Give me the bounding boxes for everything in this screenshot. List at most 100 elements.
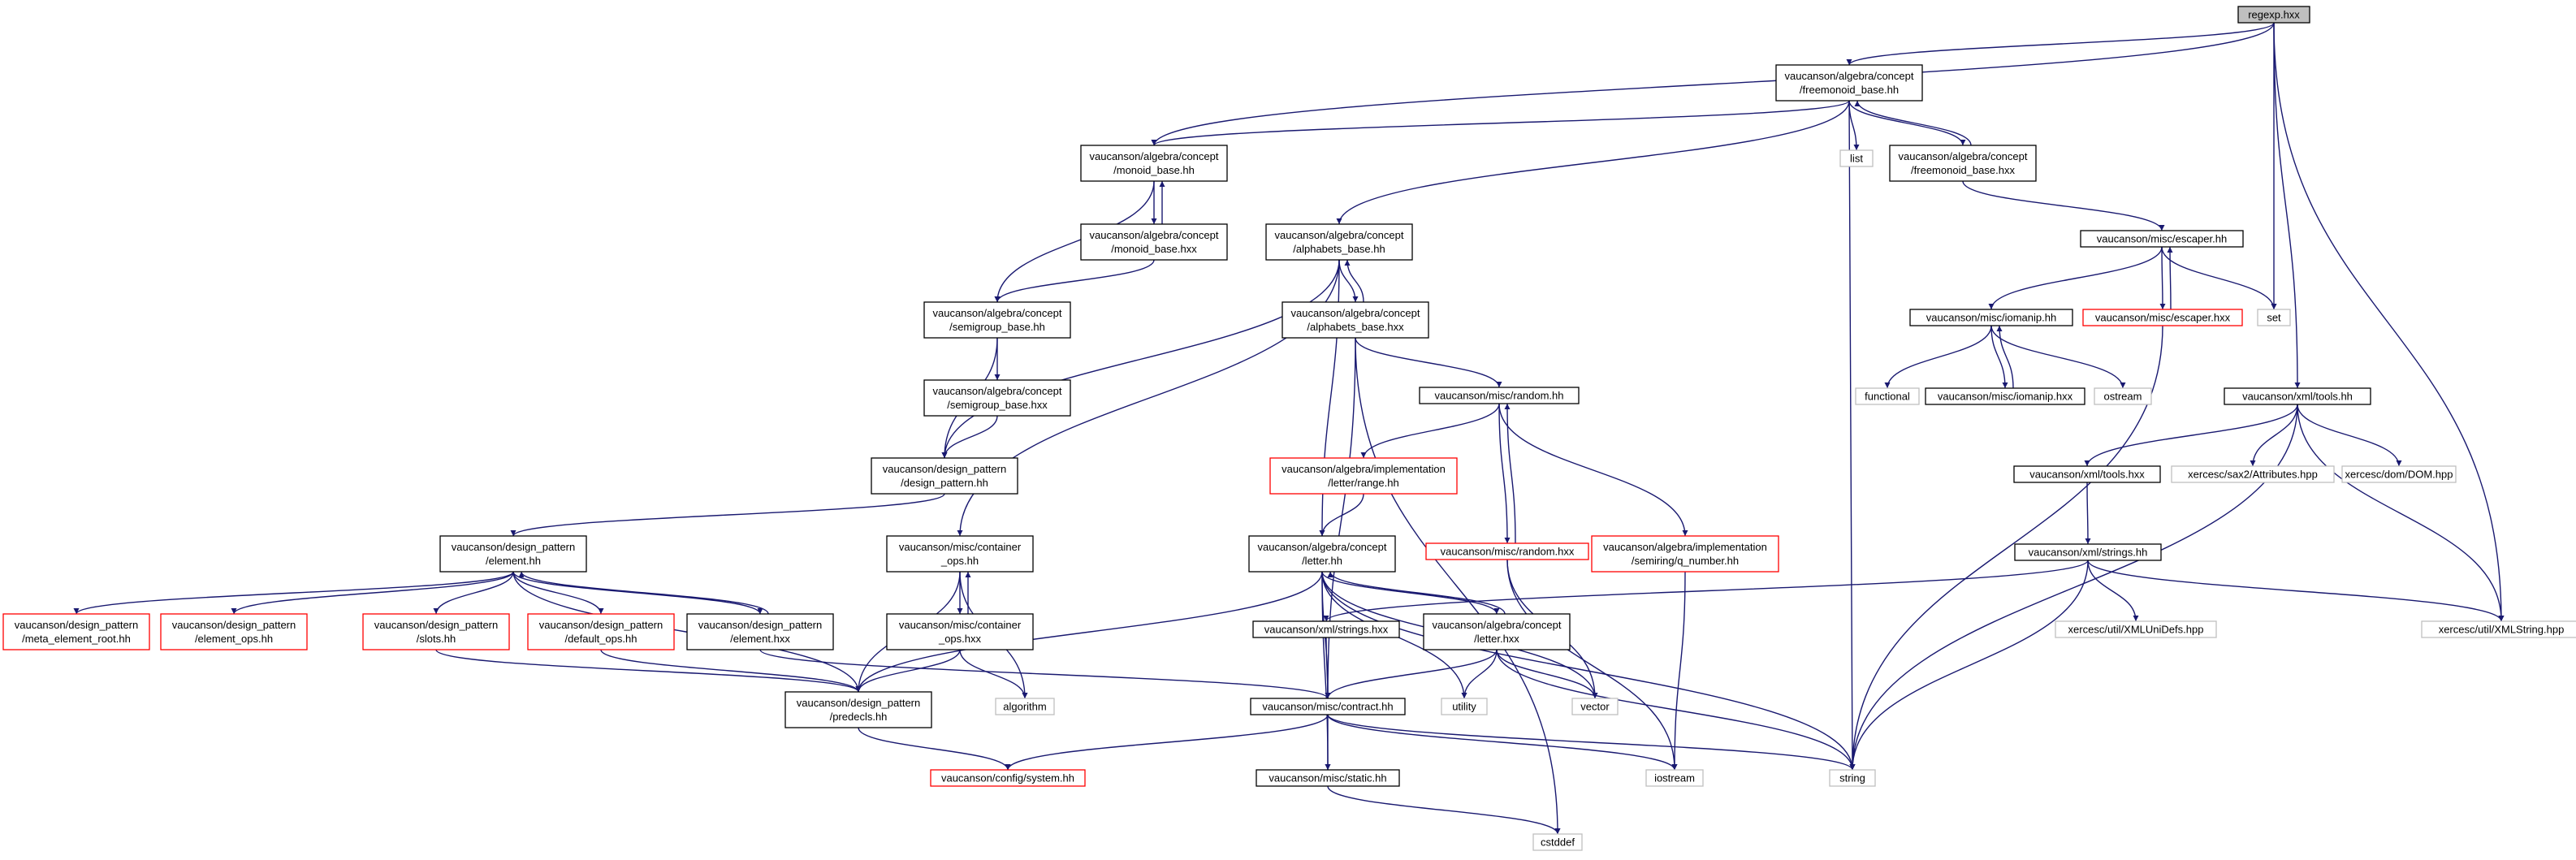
node-label: vaucanson/algebra/concept	[1089, 229, 1218, 241]
node-algorithm: algorithm	[995, 698, 1055, 715]
node-label: functional	[1865, 391, 1910, 403]
node-semigroup_base_hh[interactable]: vaucanson/algebra/concept/semigroup_base…	[923, 301, 1071, 339]
edge-letter_hxx-to-contract_hh	[1325, 649, 1498, 699]
node-box	[886, 535, 1034, 573]
node-alphabets_base_hh[interactable]: vaucanson/algebra/concept/alphabets_base…	[1265, 223, 1413, 261]
node-iomanip_hh[interactable]: vaucanson/misc/iomanip.hh	[1909, 309, 2073, 326]
node-q_number_hh[interactable]: vaucanson/algebra/implementation/semirin…	[1591, 535, 1779, 573]
node-element_hh[interactable]: vaucanson/design_pattern/element.hh	[439, 535, 587, 573]
node-label: string	[1839, 772, 1865, 784]
node-alphabets_base_hxx[interactable]: vaucanson/algebra/concept/alphabets_base…	[1282, 301, 1429, 339]
node-element_ops_hh[interactable]: vaucanson/design_pattern/element_ops.hh	[160, 613, 308, 650]
node-label: vaucanson/design_pattern	[698, 619, 823, 631]
edge-freemonoid_base_hxx-to-freemonoid_base_hh	[1854, 100, 1972, 146]
edge-contract_hh-to-iostream	[1327, 714, 1678, 771]
node-box	[1080, 145, 1228, 182]
node-default_ops_hh[interactable]: vaucanson/design_pattern/default_ops.hh	[527, 613, 675, 650]
node-label: xercesc/dom/DOM.hpp	[2345, 469, 2453, 481]
edge-regexp_hxx-to-xmlstring_hpp	[2273, 22, 2505, 622]
node-box	[2224, 387, 2371, 405]
edge-element_hh-to-meta_element_root_hh	[73, 571, 514, 615]
node-box	[1282, 301, 1429, 339]
edge-regexp_hxx-to-monoid_base_hh	[1151, 22, 2275, 146]
node-letter_hxx[interactable]: vaucanson/algebra/concept/letter.hxx	[1423, 613, 1571, 650]
node-element_hxx[interactable]: vaucanson/design_pattern/element.hxx	[686, 613, 834, 650]
node-iomanip_hxx[interactable]: vaucanson/misc/iomanip.hxx	[1925, 387, 2085, 405]
edge-freemonoid_base_hh-to-monoid_base_hh	[1151, 100, 1850, 146]
node-label: vaucanson/algebra/concept	[932, 385, 1061, 397]
edge-random_hxx-to-iostream	[1506, 559, 1678, 771]
node-box	[1839, 149, 1874, 167]
edge-element_hh-to-predecls_hh	[512, 571, 862, 693]
node-box	[2094, 387, 2152, 405]
node-monoid_base_hxx[interactable]: vaucanson/algebra/concept/monoid_base.hx…	[1080, 223, 1228, 261]
node-box	[1425, 542, 1589, 560]
node-container_ops_hh[interactable]: vaucanson/misc/container_ops.hh	[886, 535, 1034, 573]
node-system_hh[interactable]: vaucanson/config/system.hh	[930, 769, 1086, 787]
node-box	[871, 457, 1018, 495]
edge-letter_hxx-to-vector	[1496, 649, 1598, 699]
node-meta_element_root_hh[interactable]: vaucanson/design_pattern/meta_element_ro…	[2, 613, 150, 650]
node-label: vaucanson/algebra/implementation	[1282, 463, 1446, 475]
node-label: vaucanson/algebra/concept	[932, 307, 1061, 319]
edge-xml_tools_hh-to-attributes_hpp	[2250, 404, 2298, 467]
edge-random_hh-to-random_hxx	[1498, 403, 1511, 544]
node-semigroup_base_hxx[interactable]: vaucanson/algebra/concept/semigroup_base…	[923, 379, 1071, 417]
node-xmlunidefs_hpp: xercesc/util/XMLUniDefs.hpp	[2055, 620, 2217, 638]
node-attributes_hpp: xercesc/sax2/Attributes.hpp	[2171, 465, 2335, 483]
edge-alphabets_base_hxx-to-alphabets_base_hh	[1344, 259, 1364, 303]
node-container_ops_hxx[interactable]: vaucanson/misc/container_ops.hxx	[886, 613, 1034, 650]
node-box	[362, 613, 510, 650]
node-slots_hh[interactable]: vaucanson/design_pattern/slots.hh	[362, 613, 510, 650]
node-letter_hh[interactable]: vaucanson/algebra/concept/letter.hh	[1248, 535, 1396, 573]
node-xml_strings_hh[interactable]: vaucanson/xml/strings.hh	[2014, 543, 2162, 561]
node-static_hh[interactable]: vaucanson/misc/static.hh	[1256, 769, 1400, 787]
edge-xml_strings_hh-to-xmlunidefs_hpp	[2087, 560, 2139, 622]
node-utility: utility	[1441, 698, 1488, 715]
edge-semigroup_base_hxx-to-design_pattern_hh	[941, 415, 998, 459]
edge-letter_hh-to-letter_hxx	[1321, 571, 1500, 615]
node-random_hh[interactable]: vaucanson/misc/random.hh	[1419, 387, 1580, 404]
node-label: vaucanson/xml/strings.hh	[2029, 547, 2148, 559]
node-label: /design_pattern.hh	[901, 477, 988, 489]
node-label: list	[1850, 153, 1863, 165]
node-box	[2055, 620, 2217, 638]
edge-xml_tools_hh-to-xml_tools_hxx	[2084, 404, 2298, 467]
node-xml_tools_hxx[interactable]: vaucanson/xml/tools.hxx	[2013, 465, 2161, 483]
node-regexp_hxx[interactable]: regexp.hxx	[2237, 6, 2310, 24]
node-box	[923, 301, 1071, 339]
edge-default_ops_hh-to-predecls_hh	[600, 649, 862, 693]
node-box	[784, 691, 932, 728]
node-freemonoid_base_hh[interactable]: vaucanson/algebra/concept/freemonoid_bas…	[1775, 64, 1923, 102]
edge-iomanip_hh-to-functional	[1884, 325, 1992, 389]
node-box	[686, 613, 834, 650]
node-label: iostream	[1654, 772, 1695, 784]
edge-predecls_hh-to-system_hh	[858, 727, 1011, 771]
node-predecls_hh[interactable]: vaucanson/design_pattern/predecls.hh	[784, 691, 932, 728]
node-label: /freemonoid_base.hh	[1800, 84, 1899, 96]
edge-element_hh-to-default_ops_hh	[512, 571, 604, 615]
edge-freemonoid_base_hh-to-freemonoid_base_hxx	[1848, 100, 1966, 146]
edge-q_number_hh-to-iostream	[1671, 571, 1686, 771]
node-contract_hh[interactable]: vaucanson/misc/contract.hh	[1250, 698, 1406, 715]
node-escaper_hh[interactable]: vaucanson/misc/escaper.hh	[2080, 230, 2244, 248]
edge-regexp_hxx-to-xml_tools_hh	[2273, 22, 2301, 389]
node-range_hh[interactable]: vaucanson/algebra/implementation/letter/…	[1269, 457, 1458, 495]
node-box	[1775, 64, 1923, 102]
node-iostream: iostream	[1645, 769, 1704, 787]
node-box	[1591, 535, 1779, 573]
node-xml_tools_hh[interactable]: vaucanson/xml/tools.hh	[2224, 387, 2371, 405]
node-label: vaucanson/design_pattern	[883, 463, 1007, 475]
file-nodes: regexp.hxx vaucanson/algebra/concept/free…	[2, 6, 2576, 851]
node-design_pattern_hh[interactable]: vaucanson/design_pattern/design_pattern.…	[871, 457, 1018, 495]
node-box	[1925, 387, 2085, 405]
edge-element_hh-to-element_hxx	[512, 571, 763, 615]
edge-freemonoid_base_hh-to-string	[1848, 100, 1856, 771]
node-label: /monoid_base.hxx	[1111, 243, 1197, 255]
node-monoid_base_hh[interactable]: vaucanson/algebra/concept/monoid_base.hh	[1080, 145, 1228, 182]
node-random_hxx[interactable]: vaucanson/misc/random.hxx	[1425, 542, 1589, 560]
node-xml_strings_hxx[interactable]: vaucanson/xml/strings.hxx	[1252, 620, 1400, 638]
node-freemonoid_base_hxx[interactable]: vaucanson/algebra/concept/freemonoid_bas…	[1889, 145, 2037, 182]
node-box	[1248, 535, 1396, 573]
node-escaper_hxx[interactable]: vaucanson/misc/escaper.hxx	[2082, 309, 2243, 326]
